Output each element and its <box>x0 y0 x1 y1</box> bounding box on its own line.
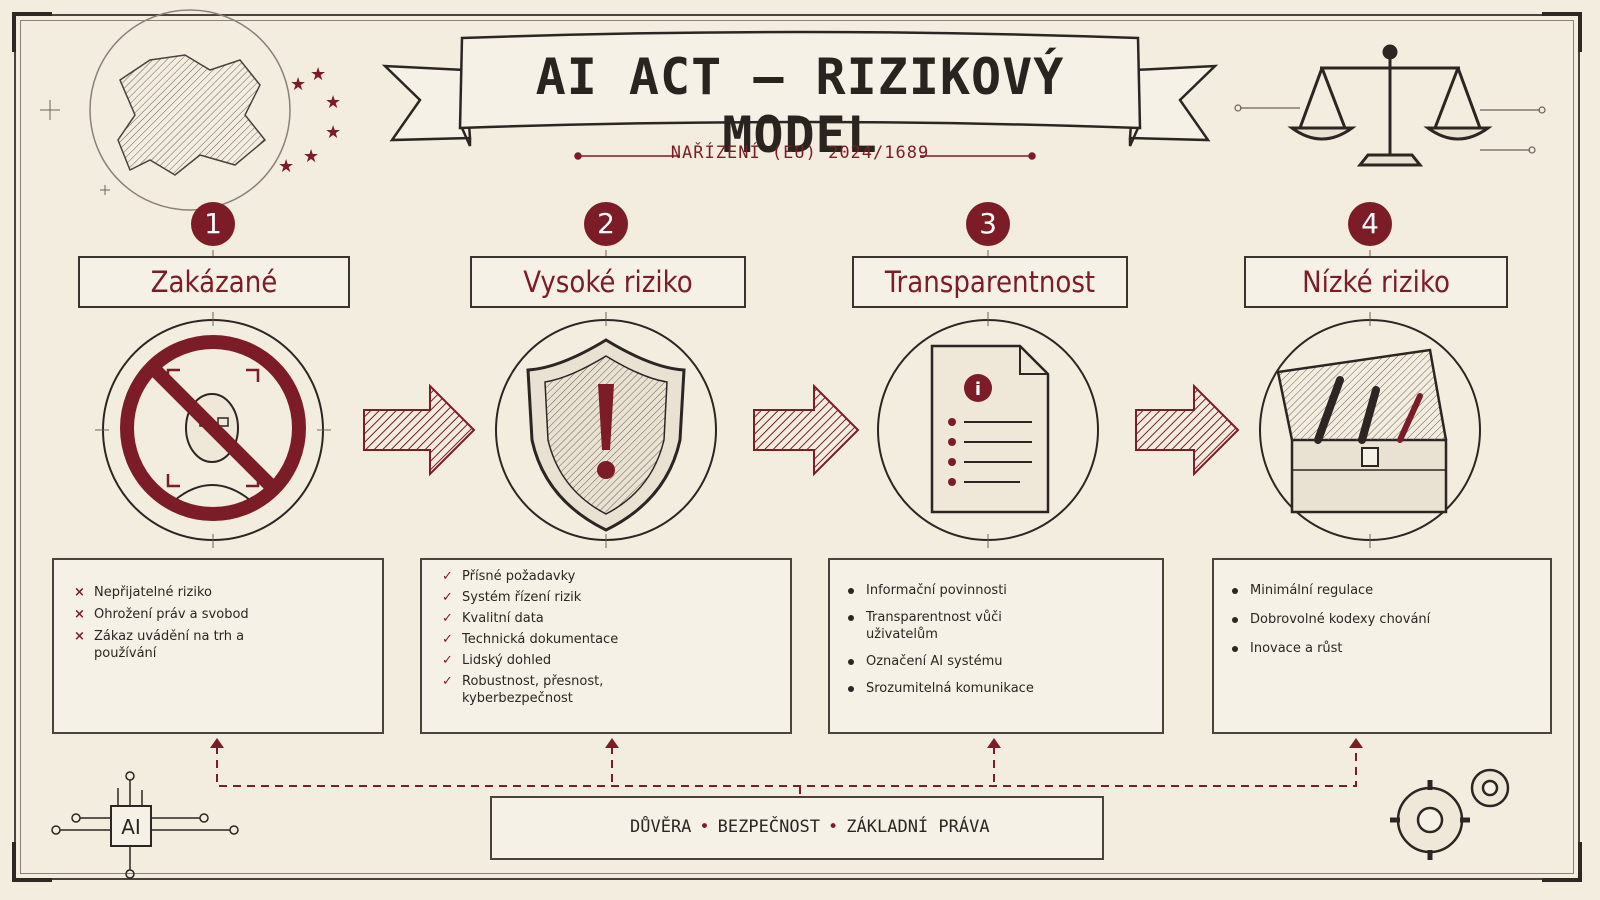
level-2-number: 2 <box>584 202 628 246</box>
dashed-connector <box>216 746 1357 796</box>
level-1-number: 1 <box>191 202 235 246</box>
value-fundamental-rights: ZÁKLADNÍ PRÁVA <box>846 817 990 837</box>
list-item: ✓Kvalitní data <box>442 611 544 626</box>
page-title: AI ACT – RIZIKOVÝ MODEL <box>535 48 1065 164</box>
list-item: ×Zákaz uvádění na trh a používání <box>74 629 245 661</box>
inner-frame <box>20 20 1574 874</box>
frame-corner <box>12 12 52 52</box>
svg-text:★: ★ <box>310 64 326 85</box>
frame-corner <box>1542 12 1582 52</box>
level-3-label: Transparentnost <box>852 256 1128 308</box>
title-banner <box>381 30 1219 147</box>
list-item: Inovace a růst <box>1228 640 1438 657</box>
toolbox-icon <box>1276 348 1448 514</box>
list-item: Označení AI systému <box>844 653 1036 670</box>
level-4-label: Nízké riziko <box>1244 256 1508 308</box>
list-item: Dobrovolné kodexy chování <box>1228 611 1438 628</box>
value-trust: DŮVĚRA <box>630 817 692 837</box>
level-2-label: Vysoké riziko <box>470 256 746 308</box>
list-item: Minimální regulace <box>1228 582 1438 599</box>
core-values-bar: DŮVĚRA•BEZPEČNOST•ZÁKLADNÍ PRÁVA <box>490 796 1104 860</box>
level-1-card: ×Nepřijatelné riziko ×Ohrožení práv a sv… <box>52 558 384 734</box>
level-2-card: ✓Přísné požadavky ✓Systém řízení rizik ✓… <box>420 558 792 734</box>
outer-frame <box>14 14 1580 880</box>
list-item: ✓Robustnost, přesnost, kyberbezpečnost <box>442 674 604 706</box>
ai-chip-icon: AI <box>110 805 152 847</box>
list-item: Transparentnost vůči uživatelům <box>844 609 1036 643</box>
value-safety: BEZPEČNOST <box>717 817 821 837</box>
level-4-card: Minimální regulace Dobrovolné kodexy cho… <box>1212 558 1552 734</box>
level-3-list: Informační povinnosti Transparentnost vů… <box>844 582 1036 702</box>
level-1-label: Zakázané <box>78 256 350 308</box>
flow-arrow <box>363 383 1240 477</box>
europe-globe-icon: ★ ★ ★ ★ ★ ★ <box>40 9 341 211</box>
prohibited-face-scan-icon <box>120 335 306 521</box>
core-values-text: DŮVĚRA•BEZPEČNOST•ZÁKLADNÍ PRÁVA <box>630 817 990 837</box>
gears-icon <box>1396 768 1510 854</box>
svg-text:★: ★ <box>303 146 319 167</box>
frame-corner <box>12 842 52 882</box>
list-item: ×Ohrožení práv a svobod <box>74 607 249 622</box>
level-2-list: ✓Přísné požadavky ✓Systém řízení rizik ✓… <box>440 568 630 707</box>
level-3-card: Informační povinnosti Transparentnost vů… <box>828 558 1164 734</box>
svg-text:★: ★ <box>278 156 294 177</box>
warning-shield-icon <box>526 338 686 532</box>
level-3-number: 3 <box>966 202 1010 246</box>
list-item: ✓Přísné požadavky <box>442 569 576 584</box>
list-item: ✓Technická dokumentace <box>442 632 619 647</box>
level-4-list: Minimální regulace Dobrovolné kodexy cho… <box>1228 582 1438 662</box>
list-item: ✓Systém řízení rizik <box>442 590 582 605</box>
level-4-number: 4 <box>1348 202 1392 246</box>
list-item: ✓Lidský dohled <box>442 653 552 668</box>
svg-text:★: ★ <box>290 74 306 95</box>
list-item: Informační povinnosti <box>844 582 1036 599</box>
list-item: ×Nepřijatelné riziko <box>74 585 212 600</box>
svg-text:★: ★ <box>325 92 341 113</box>
scales-of-justice-icon <box>1234 44 1546 167</box>
svg-text:★: ★ <box>325 122 341 143</box>
page-subtitle: NAŘÍZENÍ (EU) 2024/1689 <box>670 143 930 163</box>
subtitle-rule <box>574 152 1036 160</box>
list-item: Srozumitelná komunikace <box>844 680 1036 697</box>
level-1-list: ×Nepřijatelné riziko ×Ohrožení práv a sv… <box>72 584 252 667</box>
circuit-decor <box>51 771 239 879</box>
info-document-icon: i <box>930 344 1050 514</box>
frame-corner <box>1542 842 1582 882</box>
svg-text:i: i <box>975 379 981 400</box>
